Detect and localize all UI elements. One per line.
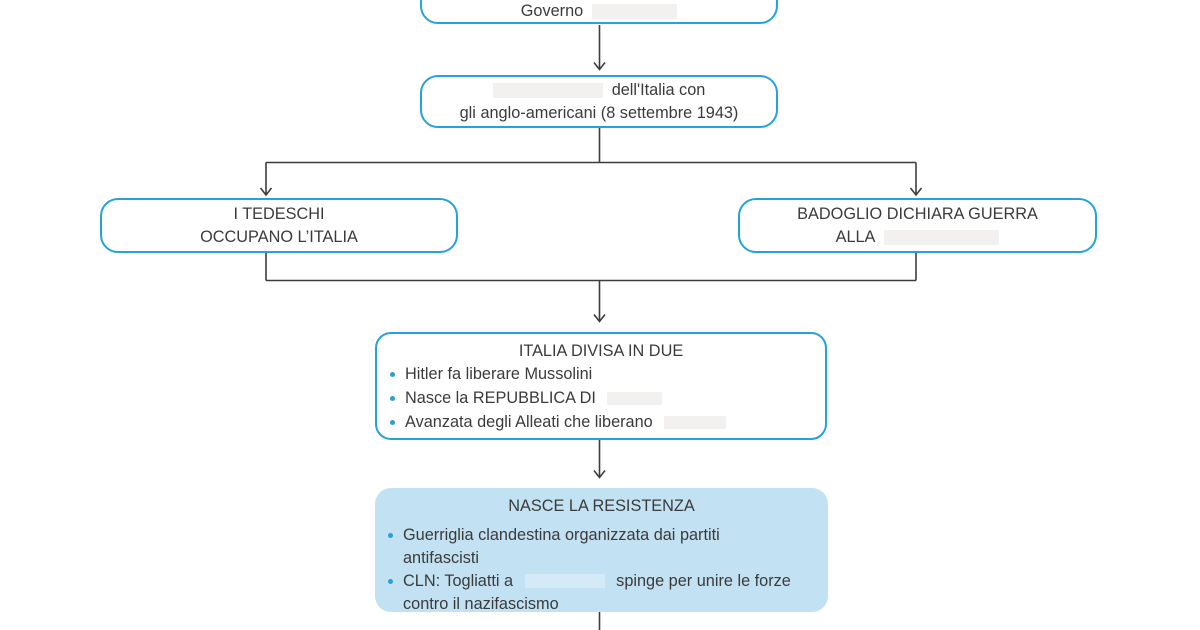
arrowhead-icon xyxy=(593,314,606,323)
hidden-blank xyxy=(524,574,605,588)
connector-merge xyxy=(265,253,917,321)
hidden-blank xyxy=(592,4,678,19)
bullet-repubblica: Nasce la REPUBBLICA DI xyxy=(405,389,596,407)
box-armistizio-line1: dell'Italia con xyxy=(611,80,706,99)
bullet-dot-icon xyxy=(390,420,395,425)
box-governo: Governo xyxy=(420,0,778,24)
bullet-dot-icon xyxy=(390,372,395,377)
box-badoglio-line2: ALLA xyxy=(835,227,876,246)
connector-split xyxy=(265,128,917,195)
bullet-dot-icon xyxy=(390,396,395,401)
arrowhead-icon xyxy=(593,62,606,71)
bullet-cln-part2: spinge per unire le forze xyxy=(616,572,791,590)
hidden-blank xyxy=(492,82,603,98)
bullet-hitler: Hitler fa liberare Mussolini xyxy=(405,365,593,383)
box-armistizio: dell'Italia con gli anglo-americani (8 s… xyxy=(420,75,778,128)
bullet-dot-icon xyxy=(388,579,393,584)
arrowhead-icon xyxy=(593,470,606,479)
box-italia-divisa: ITALIA DIVISA IN DUE Hitler fa liberare … xyxy=(375,332,827,440)
arrowhead-icon xyxy=(909,187,923,197)
bullet-guerriglia-line2: antifascisti xyxy=(403,549,480,567)
box-tedeschi-line1: I TEDESCHI xyxy=(233,204,325,223)
box-title: ITALIA DIVISA IN DUE xyxy=(518,342,684,360)
arrowhead-icon xyxy=(259,187,273,197)
box-governo-text: Governo xyxy=(520,2,584,20)
bullet-alleati: Avanzata degli Alleati che liberano xyxy=(405,413,653,431)
hidden-blank xyxy=(884,229,1000,245)
box-resistenza: NASCE LA RESISTENZA Guerriglia clandesti… xyxy=(375,488,828,613)
box-badoglio: BADOGLIO DICHIARA GUERRA ALLA xyxy=(738,198,1097,253)
box-badoglio-line1: BADOGLIO DICHIARA GUERRA xyxy=(797,204,1038,223)
bullet-cln-part1: CLN: Togliatti a xyxy=(403,572,514,590)
bullet-cln-line2: contro il nazifascismo xyxy=(403,595,559,613)
bullet-guerriglia-line1: Guerriglia clandestina organizzata dai p… xyxy=(403,526,720,544)
bullet-dot-icon xyxy=(388,533,393,538)
hidden-blank xyxy=(664,416,727,429)
box-tedeschi: I TEDESCHI OCCUPANO L’ITALIA xyxy=(100,198,458,253)
box-tedeschi-line2: OCCUPANO L’ITALIA xyxy=(200,227,358,246)
hidden-blank xyxy=(607,392,663,405)
box-title: NASCE LA RESISTENZA xyxy=(508,497,695,515)
box-armistizio-line2: gli anglo-americani (8 settembre 1943) xyxy=(459,103,739,122)
